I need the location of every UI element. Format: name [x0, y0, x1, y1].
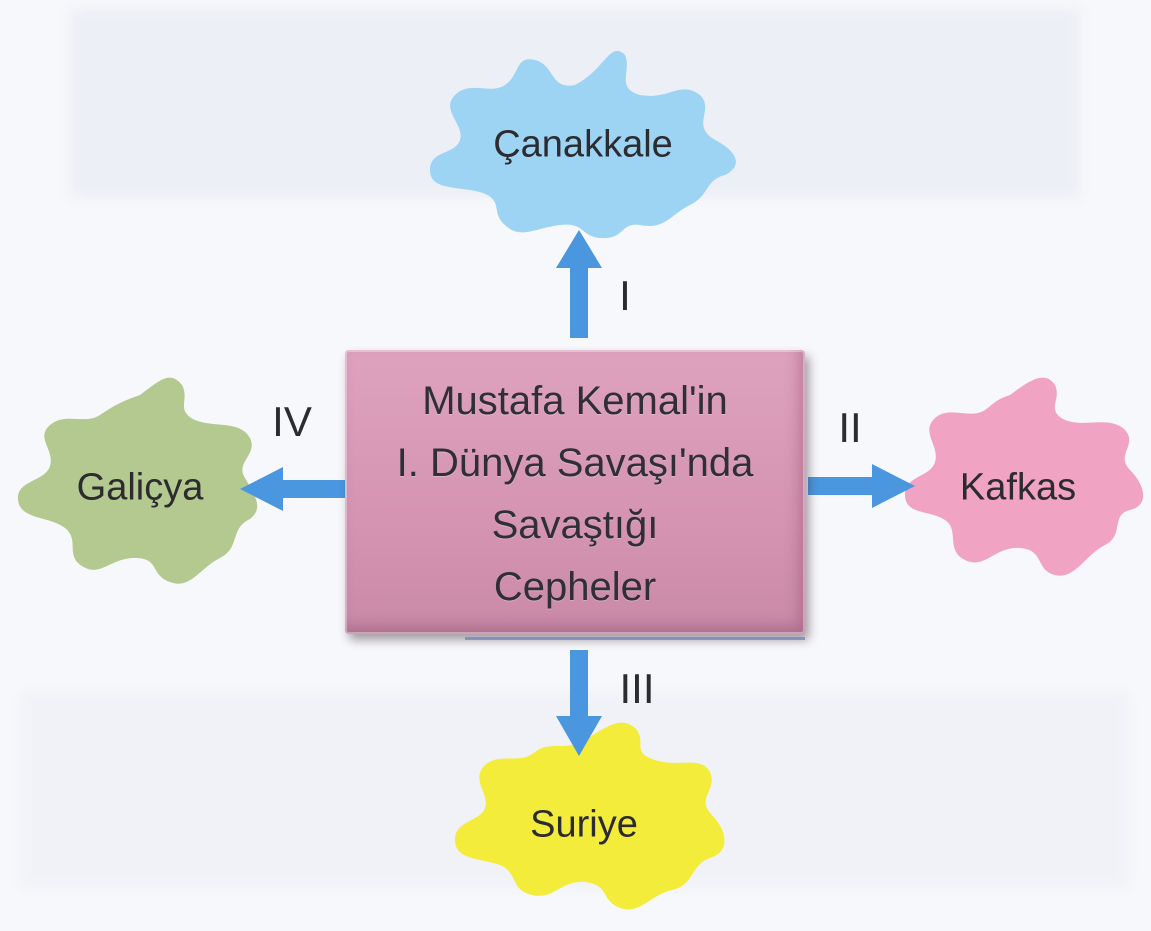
center-box: Mustafa Kemal'in I. Dünya Savaşı'nda Sav…	[345, 350, 805, 640]
arrow-II	[808, 464, 915, 508]
canakkale-splat	[430, 50, 736, 239]
roman-III: III	[619, 665, 655, 712]
label-suriye: Suriye	[530, 803, 638, 846]
roman-IV: IV	[272, 398, 312, 445]
center-line-1: Mustafa Kemal'in	[422, 379, 728, 423]
center-line-2: I. Dünya Savaşı'nda	[396, 441, 754, 485]
galicya-splat	[17, 377, 258, 584]
center-box-underline	[465, 637, 805, 640]
kafkas-splat	[905, 377, 1144, 576]
label-kafkas: Kafkas	[959, 466, 1077, 509]
roman-I: I	[619, 272, 631, 319]
roman-II: II	[838, 404, 862, 451]
label-galicya: Galiçya	[76, 466, 204, 509]
center-line-4: Cepheler	[493, 565, 657, 609]
label-canakkale: Çanakkale	[493, 123, 673, 166]
center-line-3: Savaştığı	[491, 503, 659, 547]
arrow-I	[556, 230, 602, 338]
suriye-splat	[455, 722, 725, 910]
arrow-IV	[240, 467, 346, 511]
arrow-III	[556, 650, 602, 756]
